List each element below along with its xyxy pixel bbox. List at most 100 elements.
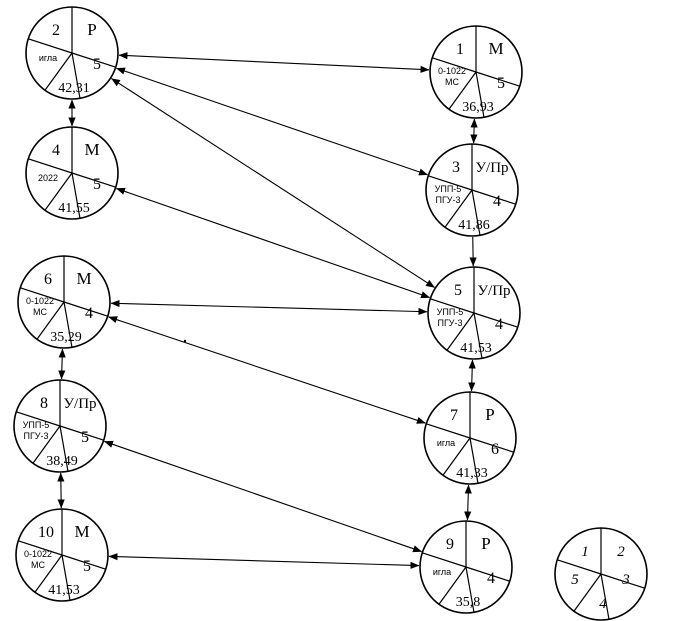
divider-line <box>16 411 61 427</box>
edge-n2-n1 <box>118 52 430 73</box>
divider-line <box>475 71 485 118</box>
divider-line <box>600 573 610 620</box>
divider-line <box>71 52 81 99</box>
divider-line <box>465 566 510 582</box>
node-tool-label: ПГУ-3 <box>435 195 460 205</box>
node-score-label: 35,8 <box>456 595 481 610</box>
divider-line <box>28 38 73 54</box>
node-tool-label: 2022 <box>38 173 58 183</box>
divider-line <box>469 437 514 453</box>
edge-n8-n10 <box>57 472 65 509</box>
node-tool-label: ПГУ-3 <box>23 431 48 441</box>
node-score-label: 41,33 <box>456 466 488 481</box>
node-tool-label: 0-1022 <box>24 549 52 559</box>
node-id-label: 6 <box>44 271 52 288</box>
divider-line <box>448 71 477 110</box>
node-type-label: М <box>74 522 89 541</box>
divider-line <box>34 554 63 593</box>
divider-line <box>446 312 475 351</box>
divider-line <box>573 573 602 612</box>
node-score-label: 36,93 <box>462 100 494 115</box>
divider-line <box>471 189 481 236</box>
divider-line <box>36 301 65 340</box>
node-grade-label: 4 <box>487 570 495 587</box>
node-score-label: 41,53 <box>48 583 80 598</box>
divider-line <box>71 172 116 188</box>
divider-line <box>422 552 467 568</box>
divider-line <box>63 301 73 348</box>
divider-line <box>18 540 63 556</box>
node-id-label: 1 <box>456 41 464 58</box>
divider-line <box>430 298 475 314</box>
node-score-label: 35,29 <box>50 330 82 345</box>
node-grade-label: 4 <box>493 193 501 210</box>
node-type-label: У/Пр <box>477 283 510 299</box>
divider-line <box>442 437 471 476</box>
node-id-label: 4 <box>52 142 60 159</box>
divider-line <box>63 301 108 317</box>
node-tool-label: 0-1022 <box>438 66 466 76</box>
divider-line <box>61 554 71 601</box>
node-grade-label: 4 <box>495 316 503 333</box>
node-type-label: Р <box>87 20 96 39</box>
node-tool-label: игла <box>39 53 57 63</box>
edges <box>57 52 478 569</box>
edge-n4-n5 <box>115 187 431 299</box>
node-grade-label: 5 <box>497 75 505 92</box>
edge-n7-n9 <box>464 484 472 521</box>
divider-line <box>428 175 473 191</box>
node-id-label: 7 <box>450 407 458 424</box>
divider-line <box>28 158 73 174</box>
divider-line <box>438 566 467 605</box>
node-grade-label: 6 <box>491 441 499 458</box>
node-tool-label: 0-1022 <box>26 296 54 306</box>
edge-n6-n7 <box>108 316 426 424</box>
node-tool-label: УПП-5 <box>435 184 462 194</box>
divider-line <box>473 312 483 359</box>
legend-sector-4: 4 <box>599 596 607 612</box>
node-id-label: 9 <box>446 536 454 553</box>
divider-line <box>475 71 520 87</box>
divider-line <box>61 554 106 570</box>
node-type-label: Р <box>485 405 494 424</box>
divider-line <box>59 425 104 441</box>
node-tool-label: УПП-5 <box>23 420 50 430</box>
node-grade-label: 5 <box>93 176 101 193</box>
legend-sector-1: 1 <box>581 544 589 560</box>
divider-line <box>71 52 116 68</box>
node-id-label: 3 <box>452 159 460 176</box>
node-grade-label: 4 <box>85 305 93 322</box>
divider-line <box>600 573 645 589</box>
edge-n2-n3 <box>116 67 428 176</box>
divider-line <box>432 57 477 73</box>
legend-sector-5: 5 <box>571 572 579 588</box>
node-tool-label: ПГУ-3 <box>437 318 462 328</box>
node-id-label: 8 <box>40 395 48 412</box>
divider-line <box>469 437 479 484</box>
edge-n2-n5 <box>111 78 435 288</box>
node-tool-label: МС <box>33 307 47 317</box>
legend-sector-3: 3 <box>621 572 630 588</box>
node-score-label: 41,53 <box>460 341 492 356</box>
edge-n10-n9 <box>108 553 420 569</box>
divider-line <box>32 425 61 464</box>
edge-n6-n5 <box>110 299 428 316</box>
node-grade-label: 5 <box>83 558 91 575</box>
edge-n5-n7 <box>468 359 476 392</box>
node-id-label: 10 <box>38 524 54 541</box>
divider-line <box>557 559 602 575</box>
node-tool-label: МС <box>445 77 459 87</box>
divider-line <box>59 425 69 472</box>
node-score-label: 41,55 <box>58 201 90 216</box>
divider-line <box>426 423 471 439</box>
divider-line <box>20 287 65 303</box>
